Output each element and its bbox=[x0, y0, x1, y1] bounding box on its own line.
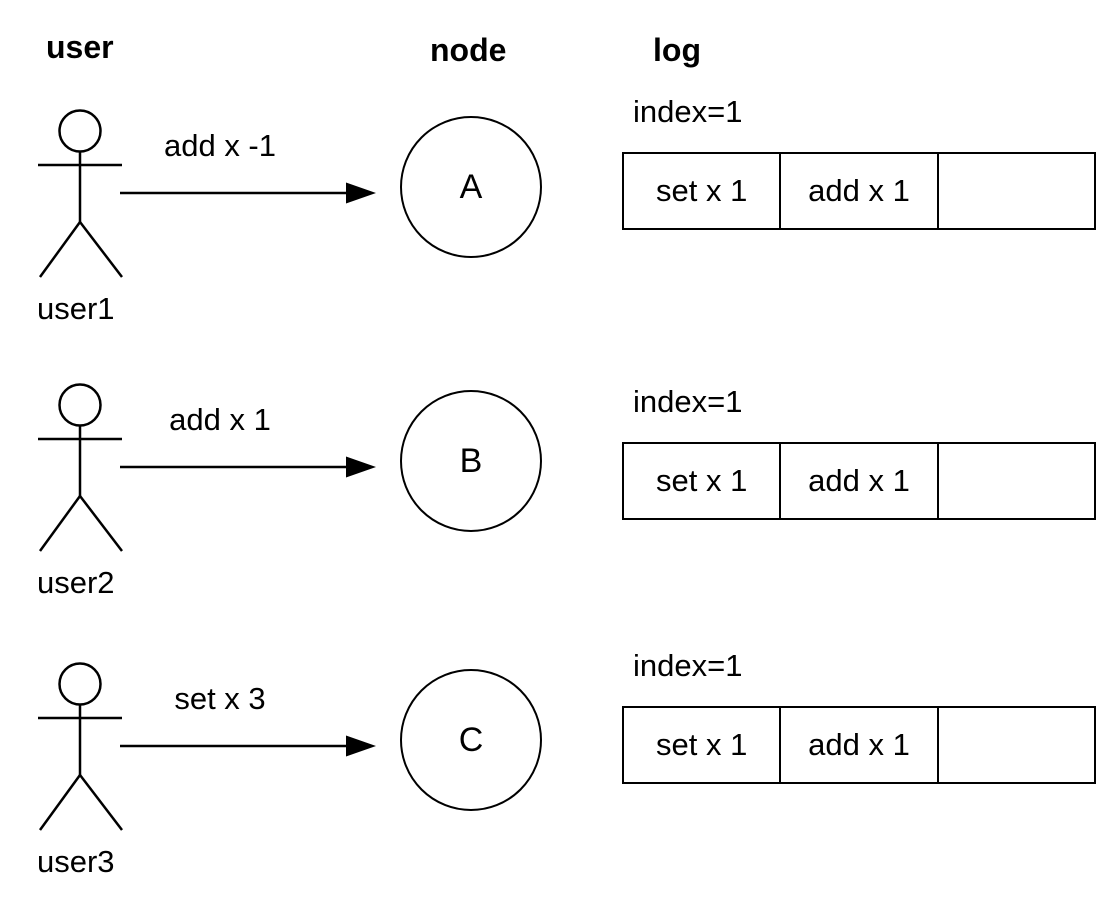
log-table: set x 1 add x 1 bbox=[622, 706, 1096, 784]
user-name-label: user3 bbox=[37, 844, 115, 879]
arrow-right-icon bbox=[120, 735, 376, 757]
log-cell bbox=[936, 444, 1094, 518]
log-cell: add x 1 bbox=[779, 444, 936, 518]
node-label: C bbox=[458, 721, 484, 759]
message-label: add x -1 bbox=[163, 128, 276, 163]
message-label: add x 1 bbox=[169, 402, 271, 437]
log-cell bbox=[936, 154, 1094, 228]
stick-figure-icon bbox=[38, 662, 123, 831]
message-label: set x 3 bbox=[174, 681, 266, 716]
log-table: set x 1 add x 1 bbox=[622, 152, 1096, 230]
log-index-label: index=1 bbox=[633, 94, 743, 129]
column-header-user: user bbox=[46, 29, 114, 65]
node-label: B bbox=[459, 442, 483, 480]
column-header-log: log bbox=[653, 32, 701, 68]
node-label: A bbox=[459, 168, 483, 206]
log-index-label: index=1 bbox=[633, 648, 743, 683]
log-cell: add x 1 bbox=[779, 708, 936, 782]
stick-figure-icon bbox=[38, 383, 123, 552]
node-circle: C bbox=[400, 669, 542, 811]
log-cell: add x 1 bbox=[779, 154, 936, 228]
log-cell bbox=[936, 708, 1094, 782]
log-cell: set x 1 bbox=[656, 173, 748, 208]
log-index-label: index=1 bbox=[633, 384, 743, 419]
stick-figure-icon bbox=[38, 109, 123, 278]
column-header-node: node bbox=[430, 32, 507, 68]
user-name-label: user2 bbox=[37, 565, 115, 600]
log-cell: set x 1 bbox=[656, 727, 748, 762]
log-cell: set x 1 bbox=[656, 463, 748, 498]
user-name-label: user1 bbox=[37, 291, 115, 326]
arrow-right-icon bbox=[120, 182, 376, 204]
node-circle: B bbox=[400, 390, 542, 532]
log-table: set x 1 add x 1 bbox=[622, 442, 1096, 520]
node-circle: A bbox=[400, 116, 542, 258]
arrow-right-icon bbox=[120, 456, 376, 478]
